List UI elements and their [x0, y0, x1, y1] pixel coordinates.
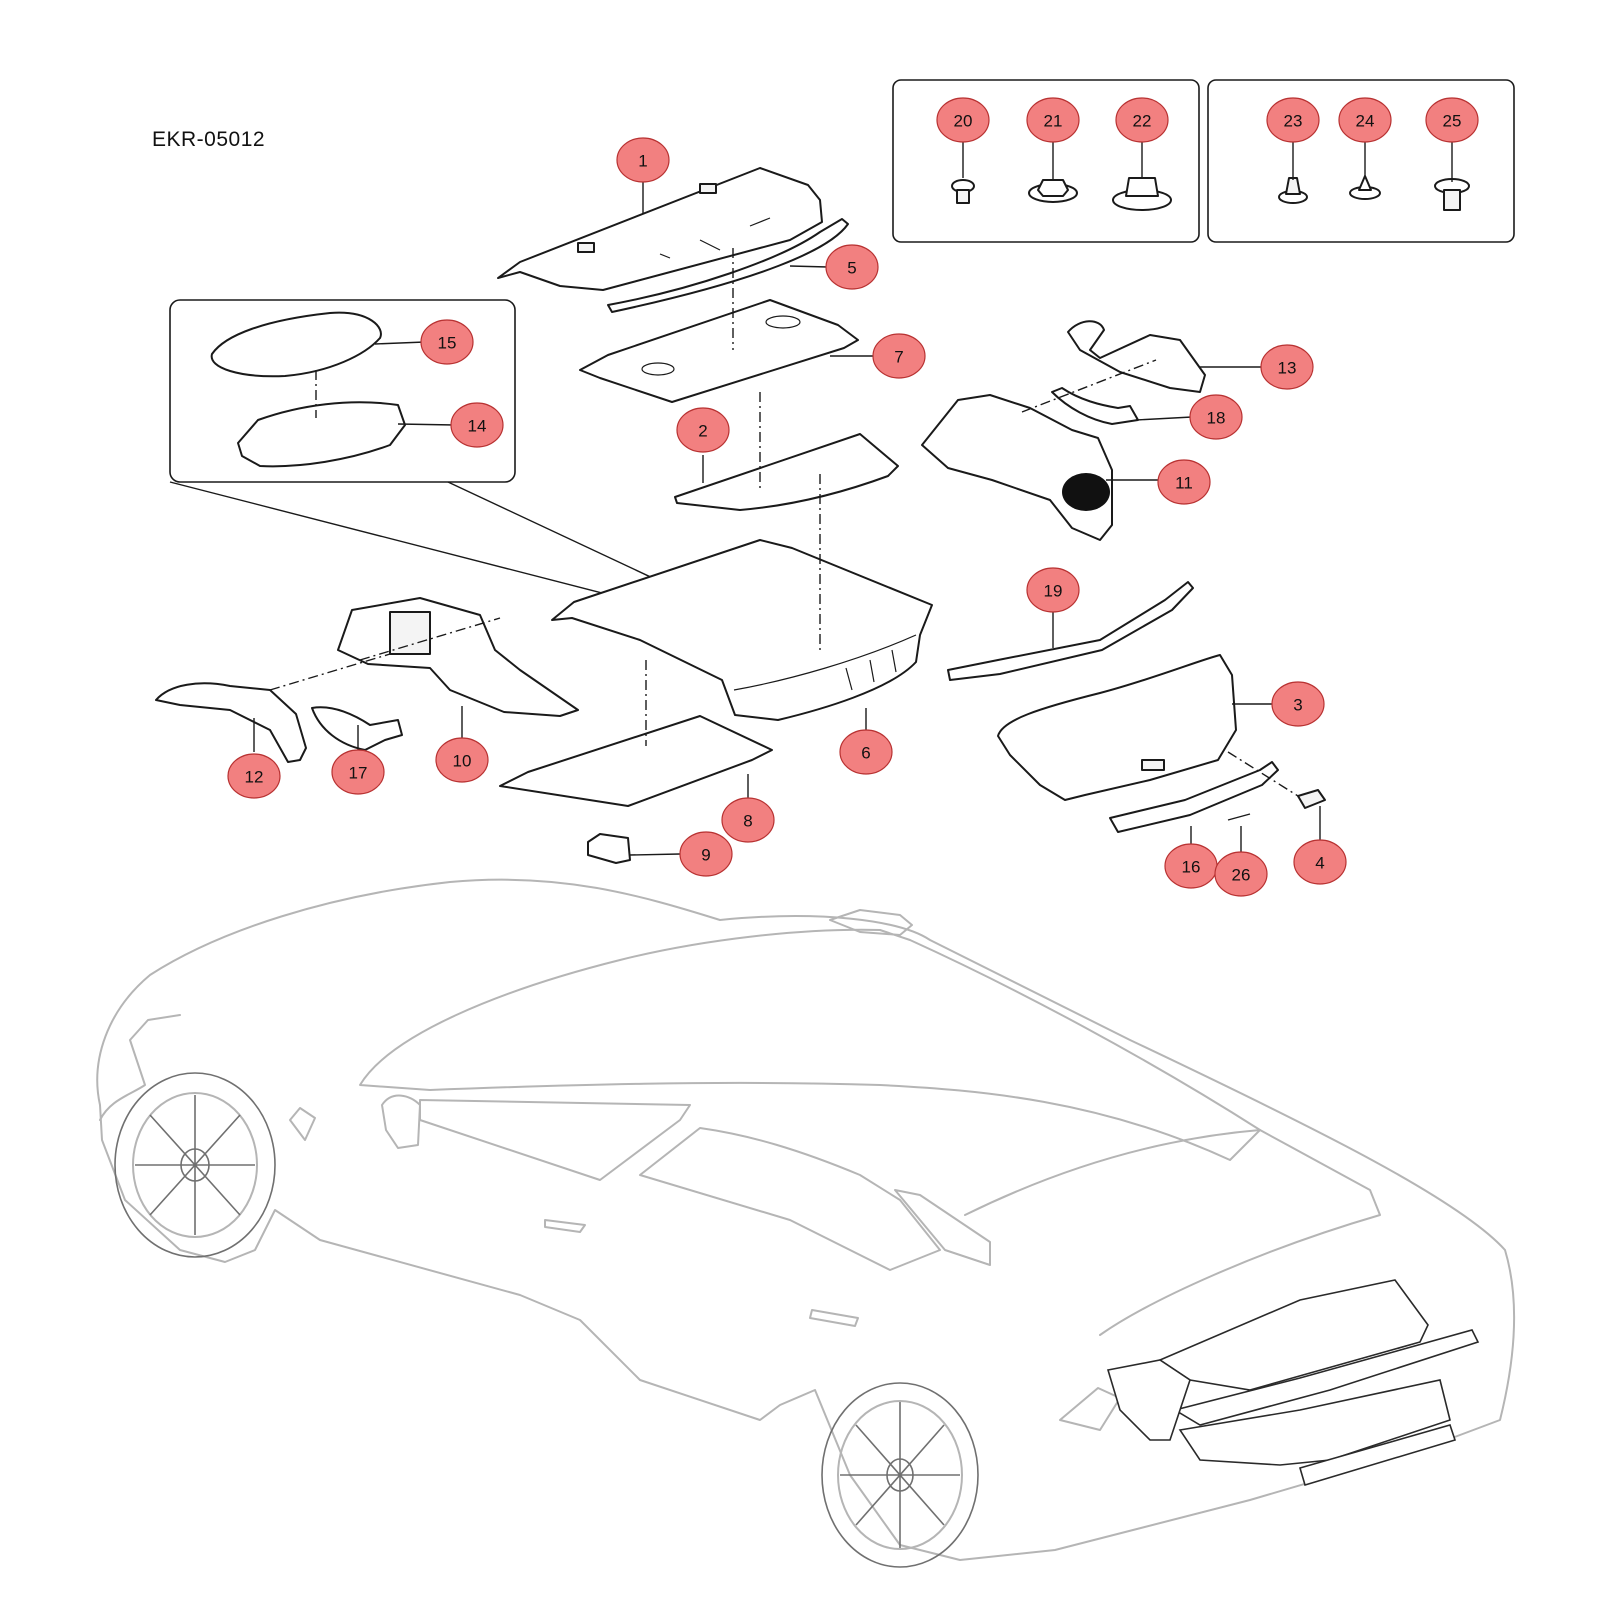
callout-23: 23 [1266, 97, 1320, 143]
callout-13: 13 [1260, 344, 1314, 390]
inset-box-storage [169, 299, 516, 483]
part-latch-cover [1297, 789, 1326, 809]
part-seal-strip [607, 218, 849, 313]
fastener-bolt-25 [1434, 178, 1470, 211]
callout-label: 9 [701, 846, 710, 865]
callout-label: 2 [698, 422, 707, 441]
part-wire-26 [1227, 813, 1251, 821]
part-storage-tray [237, 401, 406, 468]
part-trunk-tub [551, 539, 933, 721]
callout-25: 25 [1425, 97, 1479, 143]
callout-label: 15 [438, 334, 457, 353]
callout-label: 18 [1207, 409, 1226, 428]
part-right-bracket [1067, 320, 1206, 393]
callout-17: 17 [331, 749, 385, 795]
part-rear-panel [579, 299, 859, 403]
part-left-handle [311, 706, 403, 751]
callout-label: 25 [1443, 112, 1462, 131]
callout-label: 16 [1182, 858, 1201, 877]
part-right-side-liner [921, 394, 1113, 541]
callout-label: 11 [1175, 474, 1193, 493]
fastener-clip-23 [1278, 177, 1308, 204]
callout-11: 11 [1157, 459, 1211, 505]
callout-label: 7 [894, 348, 903, 367]
callout-label: 10 [453, 752, 472, 771]
callout-label: 20 [954, 112, 973, 131]
callout-label: 26 [1232, 866, 1251, 885]
callout-18: 18 [1189, 394, 1243, 440]
callout-label: 6 [861, 744, 870, 763]
fastener-cap-22 [1112, 177, 1172, 211]
callout-label: 3 [1293, 696, 1302, 715]
callout-label: 23 [1284, 112, 1303, 131]
callout-3: 3 [1271, 681, 1325, 727]
callout-label: 8 [743, 812, 752, 831]
fastener-box-right [1207, 79, 1515, 243]
callout-10: 10 [435, 737, 489, 783]
callout-label: 1 [638, 152, 647, 171]
part-scuff-plate [1109, 761, 1279, 833]
callout-6: 6 [839, 729, 893, 775]
fastener-clip-24 [1349, 175, 1381, 200]
callout-16: 16 [1164, 843, 1218, 889]
callout-22: 22 [1115, 97, 1169, 143]
leader-lines [253, 140, 1453, 856]
part-left-panel [155, 682, 307, 763]
drawing-code: EKR-05012 [152, 128, 266, 151]
fastener-nut-21 [1028, 179, 1078, 203]
callout-label: 19 [1044, 582, 1063, 601]
callout-1: 1 [616, 137, 670, 183]
part-parcel-shelf [497, 167, 823, 291]
vehicle-outline [96, 878, 1516, 1568]
part-floor-board [674, 433, 899, 511]
callout-8: 8 [721, 797, 775, 843]
callout-label: 24 [1356, 112, 1375, 131]
callout-21: 21 [1026, 97, 1080, 143]
callout-label: 14 [468, 417, 487, 436]
callout-5: 5 [825, 244, 879, 290]
callout-label: 4 [1315, 854, 1324, 873]
callout-7: 7 [872, 333, 926, 379]
part-floor-liner [499, 715, 773, 807]
callout-9: 9 [679, 831, 733, 877]
fastener-bolt-20 [951, 179, 975, 204]
callout-19: 19 [1026, 567, 1080, 613]
callout-20: 20 [936, 97, 990, 143]
callout-24: 24 [1338, 97, 1392, 143]
callout-14: 14 [450, 402, 504, 448]
part-right-handle [1051, 387, 1139, 425]
fastener-box-left [892, 79, 1200, 243]
part-bracket [587, 833, 631, 864]
callout-label: 22 [1133, 112, 1152, 131]
callout-26: 26 [1214, 851, 1268, 897]
alignment-lines [269, 248, 1299, 797]
part-sill-trim [947, 581, 1194, 681]
callout-label: 5 [847, 259, 856, 278]
callout-12: 12 [227, 753, 281, 799]
part-left-side-liner [337, 597, 579, 717]
callout-15: 15 [420, 319, 474, 365]
callout-label: 12 [245, 768, 264, 787]
part-trunk-lid-liner [997, 654, 1237, 801]
callout-2: 2 [676, 407, 730, 453]
part-storage-lid [210, 311, 382, 378]
callout-4: 4 [1293, 839, 1347, 885]
callout-label: 21 [1044, 112, 1063, 131]
callout-label: 13 [1278, 359, 1297, 378]
callout-label: 17 [349, 764, 368, 783]
